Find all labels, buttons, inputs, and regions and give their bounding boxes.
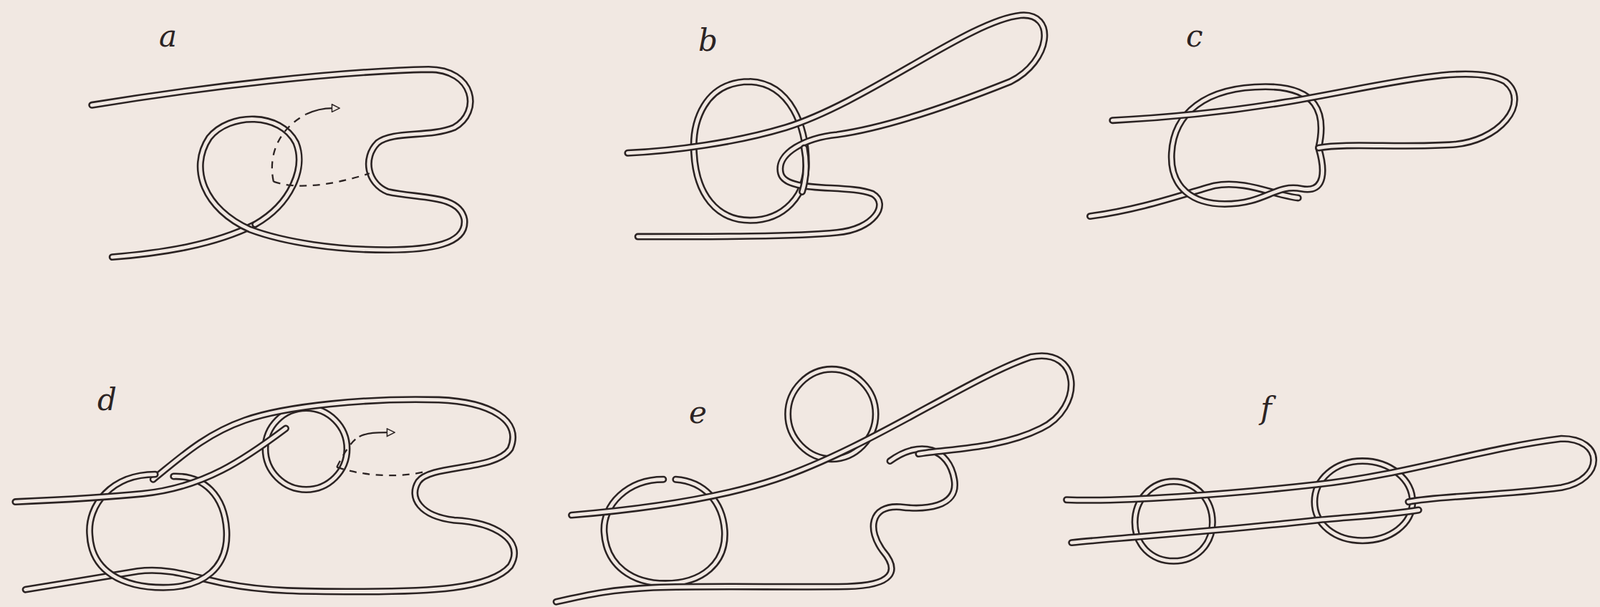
rope-outline [1171,86,1323,205]
rope [112,224,256,258]
rope-outline [15,429,286,503]
step-b-figure [627,15,1045,237]
rope [1112,73,1515,148]
rope [627,15,1045,237]
guide-arrow [306,108,334,115]
step-letter: b [698,25,718,56]
step-d-figure [15,399,515,592]
guide-line [273,173,370,186]
rope-outline [556,449,955,603]
rope [265,408,348,490]
step-letter: c [1186,21,1204,52]
step-c-figure [1090,73,1515,217]
rope [802,148,806,192]
rope-outline [1071,510,1419,544]
rope [1066,439,1594,503]
step-letter: d [97,385,117,416]
guide-line [336,436,359,468]
rope-outline [265,408,348,490]
rope-outline [802,148,806,192]
step-letter: f [1260,393,1272,424]
rope [556,449,955,603]
step-letter: e [688,398,707,429]
step-letter: a [158,21,177,52]
rope-outline [627,15,1045,237]
rope-outline [1112,73,1515,148]
rope [571,355,1072,515]
step-a-figure [91,69,470,258]
rope-outline [571,355,1072,515]
rope [1071,510,1419,544]
rope [91,69,470,250]
rope-outline [91,69,470,250]
guide-line [272,114,307,182]
step-f-figure [1066,439,1594,562]
guide-arrow [359,432,389,437]
rope [1171,86,1323,205]
rope-outline [112,224,256,258]
rope-outline [1066,439,1594,503]
rope [15,429,286,503]
guide-line [336,467,427,477]
step-e-figure [556,355,1072,603]
